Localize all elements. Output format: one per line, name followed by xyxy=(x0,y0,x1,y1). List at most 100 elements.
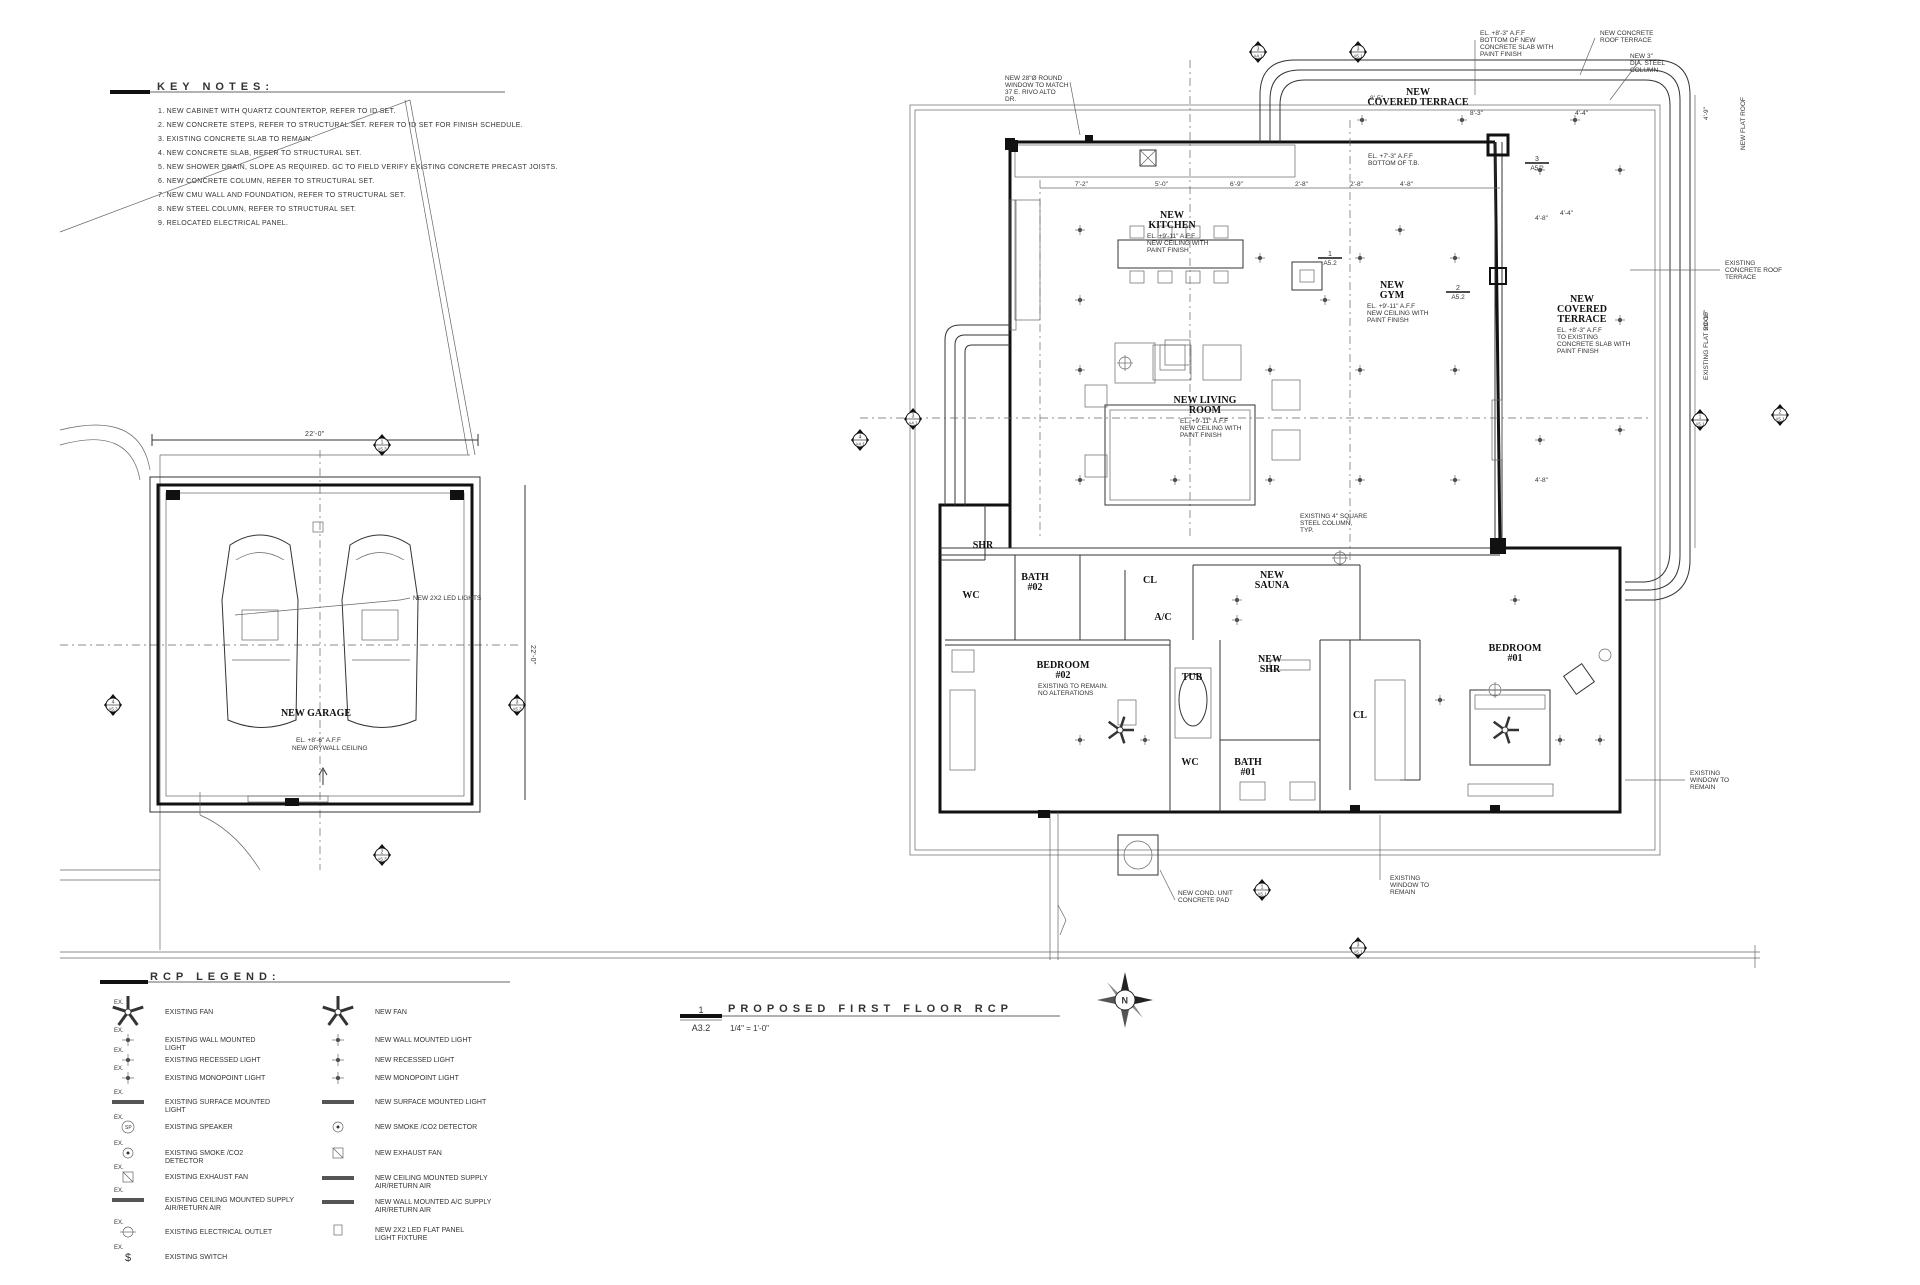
right-top-dim: 4'-9" xyxy=(1703,106,1710,120)
detail-tag: 1A5.2 xyxy=(1318,251,1342,267)
recessed-light-icon xyxy=(1595,735,1605,745)
legend-label: EXISTING FAN xyxy=(165,1009,213,1016)
section-marker-icon: 3A4.1 xyxy=(904,408,922,430)
car-left xyxy=(221,534,299,728)
legend-label: NEW EXHAUST FAN xyxy=(375,1150,442,1157)
recessed-light-icon xyxy=(1357,115,1367,125)
garage-name: NEW GARAGE xyxy=(281,708,351,719)
marker-sheet: A5.3 xyxy=(108,707,118,712)
key-note-item: 9. RELOCATED ELECTRICAL PANEL. xyxy=(158,220,288,227)
marker-sheet: A4.1 xyxy=(1253,54,1263,59)
legend-label: NEW SMOKE /CO2 DETECTOR xyxy=(375,1124,477,1131)
recessed-light-icon xyxy=(1355,475,1365,485)
key-note-item: 4. NEW CONCRETE SLAB, REFER TO STRUCTURA… xyxy=(158,150,361,157)
detail-sheet: A5.2 xyxy=(1451,294,1465,301)
chair xyxy=(1157,270,1173,284)
terrace-dimension-labels: 8'-5"8'-3"4'-4"4'-8"4'-4"4'-8" xyxy=(1370,95,1589,484)
detail-tag: 3A5.2 xyxy=(1525,156,1549,172)
detail-number: 3 xyxy=(1535,156,1539,163)
existing-smoke-detector-icon: EX. xyxy=(114,1141,134,1159)
svg-text:EX.: EX. xyxy=(114,1141,124,1147)
dimension-label: 8'-5" xyxy=(1370,95,1384,102)
new-recessed-light-icon xyxy=(332,1054,344,1066)
leader-line xyxy=(1159,869,1176,901)
marker-sheet: A5.1 xyxy=(1257,892,1267,897)
legend-label: NEW FAN xyxy=(375,1009,407,1016)
svg-text:EX.: EX. xyxy=(114,1048,124,1054)
garage-plan: 22'-0" 22'-0" NEW 2X2 LED LIGHTS NEW GAR… xyxy=(149,431,536,871)
marker-sheet: A5.1 xyxy=(1695,422,1705,427)
recessed-light-icon xyxy=(1450,253,1460,263)
room-name-bedroom02: BEDROOM#02 xyxy=(1037,660,1090,681)
existing-fan-icon: EX. xyxy=(112,996,144,1026)
north-label: N xyxy=(1122,996,1129,1006)
ceiling-fixtures xyxy=(1075,115,1625,745)
garage-ceiling-note: NEW DRYWALL CEILING xyxy=(292,745,368,752)
dimension-label: 2'-8" xyxy=(1350,181,1364,188)
room-name-wc2: WC xyxy=(1181,757,1198,768)
dimension-label: 8'-3" xyxy=(1470,110,1484,117)
site-boundary-lines xyxy=(59,99,1760,968)
legend-label: EXISTING RECESSED LIGHT xyxy=(165,1057,261,1064)
key-note-item: 8. NEW STEEL COLUMN, REFER TO STRUCTURAL… xyxy=(158,206,356,213)
garage-led-note: NEW 2X2 LED LIGHTS xyxy=(413,595,482,602)
marker-sheet: A5.3 xyxy=(377,857,387,862)
ceiling-fan-icon xyxy=(1107,716,1134,744)
recessed-light-icon xyxy=(1535,435,1545,445)
svg-text:NEW 2X2 LED LIGHTS: NEW 2X2 LED LIGHTS xyxy=(413,595,482,602)
existing-recessed-light-icon: EX. xyxy=(114,1048,134,1066)
detail-sheet: A5.2 xyxy=(1323,260,1337,267)
recessed-light-icon xyxy=(1435,695,1445,705)
chair xyxy=(1185,270,1201,284)
title-sheet: A3.2 xyxy=(692,1023,711,1033)
garage-depth-dim: 22'-0" xyxy=(529,645,536,665)
svg-text:EX.: EX. xyxy=(114,1220,124,1226)
recessed-light-icon xyxy=(1265,475,1275,485)
recessed-light-icon xyxy=(1615,315,1625,325)
legend-label: NEW WALL MOUNTED LIGHT xyxy=(375,1037,472,1044)
existing-switch-icon: EX.$ xyxy=(114,1245,131,1264)
recessed-light-icon xyxy=(1232,615,1242,625)
marker-sheet: A5.3 xyxy=(377,447,387,452)
recessed-light-icon xyxy=(1255,253,1265,263)
room-name-ac: A/C xyxy=(1154,612,1171,623)
new-smoke-detector-icon xyxy=(332,1121,344,1133)
car-right xyxy=(341,534,419,728)
svg-text:EX.: EX. xyxy=(114,1165,124,1171)
detail-sheet: A5.2 xyxy=(1530,165,1544,172)
svg-text:EX.: EX. xyxy=(114,1115,124,1121)
svg-text:SP: SP xyxy=(125,1125,132,1131)
marker-number: 3 xyxy=(516,700,519,706)
chair xyxy=(1213,225,1229,239)
svg-text:EX.: EX. xyxy=(114,1000,124,1006)
key-note-item: 6. NEW CONCRETE COLUMN, REFER TO STRUCTU… xyxy=(158,178,375,185)
marker-number: 3 xyxy=(1257,47,1260,53)
recessed-light-icon xyxy=(1232,595,1242,605)
section-marker-icon: 1A5.1 xyxy=(1253,879,1271,901)
recessed-light-icon xyxy=(1265,365,1275,375)
marker-number: 3 xyxy=(1357,943,1360,949)
leader-line xyxy=(1579,37,1596,76)
drawing-scale: 1/4" = 1'-0" xyxy=(730,1024,769,1033)
section-marker-icon: 2A5.3 xyxy=(373,844,391,866)
dimension-label: 4'-4" xyxy=(1575,110,1589,117)
section-marker-icon: 1A5.3 xyxy=(373,434,391,456)
new-exhaust-fan-icon xyxy=(332,1147,344,1159)
marker-number: 4 xyxy=(859,435,862,441)
recessed-light-icon xyxy=(1320,295,1330,305)
new-wall-ac-icon xyxy=(322,1200,354,1204)
dining-chairs xyxy=(1129,225,1229,284)
